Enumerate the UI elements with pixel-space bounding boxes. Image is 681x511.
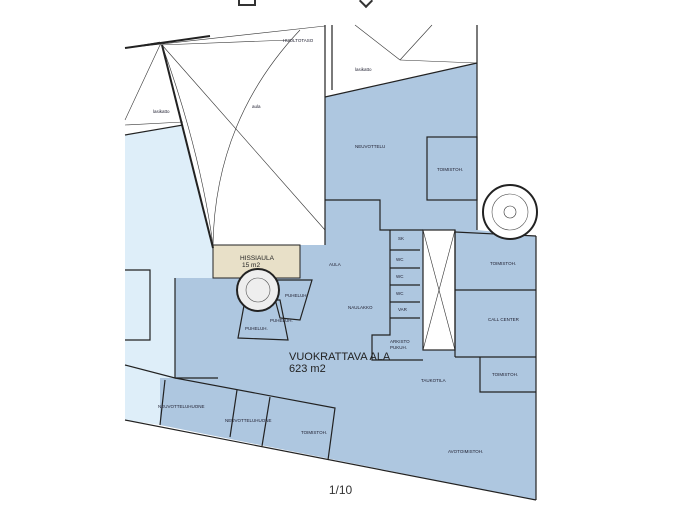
room-label: AVOTOIMISTOH. xyxy=(448,449,483,454)
room-label: PUKUH. xyxy=(390,345,407,350)
edit-icon[interactable] xyxy=(238,0,256,6)
room-label: NEUVOTTELUHUONE xyxy=(225,418,272,423)
room-label: aula xyxy=(252,104,261,109)
room-label: PUHELUH. xyxy=(270,318,293,323)
other-tenant-area xyxy=(125,125,213,425)
room-label: TOIMISTOH. xyxy=(437,167,463,172)
lobby-area-value: 15 m2 xyxy=(242,262,260,269)
rentable-area-value: 623 m2 xyxy=(289,363,326,375)
room-label: ARKISTO xyxy=(390,339,410,344)
room-label: lasikatto xyxy=(355,67,372,72)
room-label: SK xyxy=(398,236,404,241)
lobby-label: HISSIAULA xyxy=(240,255,275,262)
room-label: CALL CENTER xyxy=(488,317,520,322)
room-label: NEUVOTTELUHUONE xyxy=(158,404,205,409)
rentable-area-label: VUOKRATTAVA ALA xyxy=(289,351,391,363)
room-label: NAULAKKO xyxy=(348,305,373,310)
room-label: WC xyxy=(396,291,404,296)
page-indicator: 1/10 xyxy=(328,483,353,497)
walls xyxy=(124,25,537,501)
skylight-lines xyxy=(124,24,478,246)
room-label: TOIMISTOH. xyxy=(490,261,516,266)
room-label: PUHELUH. xyxy=(285,293,308,298)
room-label: NEUVOTTELU xyxy=(355,144,385,149)
room-label: VAR xyxy=(398,307,408,312)
room-label: HUOLTOTASO xyxy=(283,38,314,43)
spiral-stair xyxy=(236,268,280,312)
room-label: AULA xyxy=(329,262,341,267)
room-label: WC xyxy=(396,274,404,279)
room-label: lasikatto xyxy=(153,109,170,114)
rentable-area xyxy=(160,63,536,500)
room-label: TOIMISTOH. xyxy=(301,430,327,435)
room-label: PUHELUH. xyxy=(245,326,268,331)
room-label: TAUKOTILA xyxy=(421,378,446,383)
room-label: WC xyxy=(396,257,404,262)
room-label: TOIMISTOH. xyxy=(492,372,518,377)
